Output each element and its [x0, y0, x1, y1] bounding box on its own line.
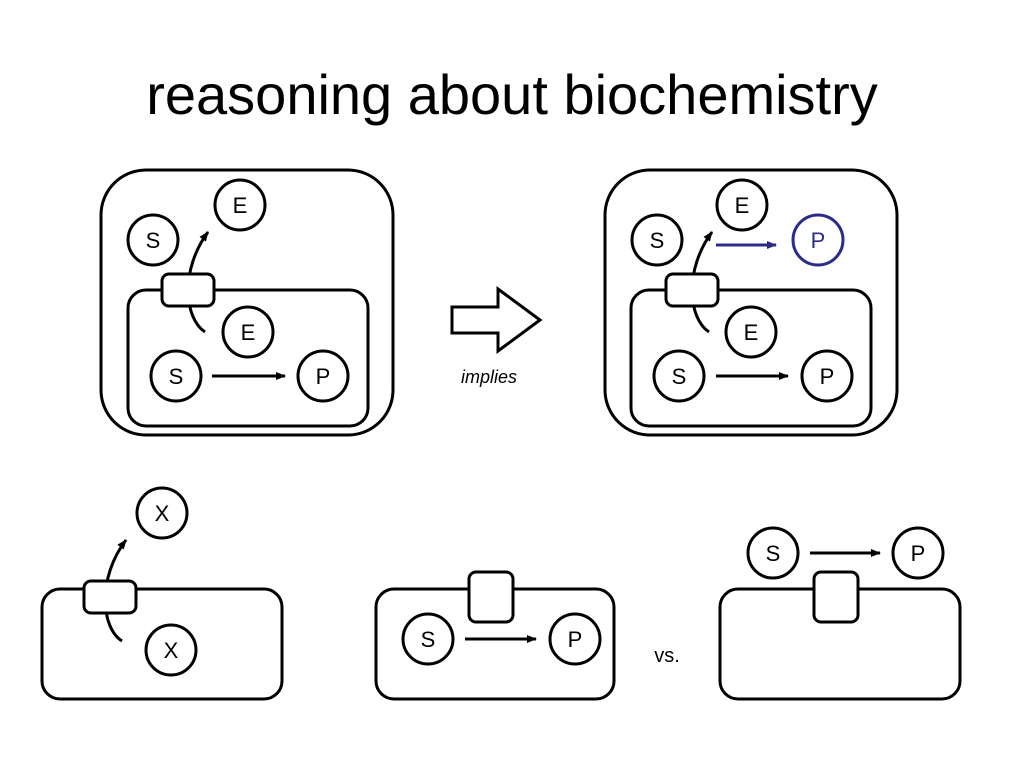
inner-compartment — [126, 288, 370, 428]
inside-metabolite-node: X — [144, 623, 198, 677]
internal-reaction-example: S P — [374, 570, 616, 701]
versus-label: vs. — [654, 645, 680, 667]
inner-substrate-label: S — [672, 364, 687, 389]
inner-enzyme-node: E — [724, 305, 778, 359]
inside-metabolite-label: X — [164, 638, 179, 663]
outer-enzyme-node: E — [213, 178, 267, 232]
inner-product-label: P — [316, 364, 331, 389]
inferred-product-node: P — [791, 213, 845, 267]
inner-substrate-label: S — [169, 364, 184, 389]
inner-enzyme-node: E — [221, 305, 275, 359]
outer-enzyme-node: E — [715, 178, 769, 232]
implies-label: implies — [461, 367, 517, 387]
outer-substrate-node: S — [126, 213, 180, 267]
inferred-product-label: P — [811, 228, 826, 253]
product-node: P — [891, 526, 945, 580]
outside-metabolite-node: X — [135, 486, 189, 540]
page-title: reasoning about biochemistry — [146, 63, 878, 126]
cell — [40, 587, 284, 701]
inner-product-node: P — [296, 349, 350, 403]
inner-substrate-node: S — [149, 349, 203, 403]
transporter — [160, 272, 216, 308]
conclusion-panel: S E P E S P — [603, 168, 899, 437]
inner-product-label: P — [820, 364, 835, 389]
membrane-protein — [467, 570, 515, 624]
transporter — [664, 272, 720, 308]
outer-cell — [99, 168, 395, 437]
product-label: P — [911, 541, 926, 566]
substrate-node: S — [401, 612, 455, 666]
inner-enzyme-label: E — [241, 320, 256, 345]
inner-substrate-node: S — [652, 349, 706, 403]
outer-enzyme-label: E — [233, 193, 248, 218]
outside-metabolite-label: X — [155, 501, 170, 526]
substrate-label: S — [421, 627, 436, 652]
outer-enzyme-label: E — [735, 193, 750, 218]
outer-substrate-label: S — [146, 228, 161, 253]
implies-arrow: implies — [450, 286, 543, 387]
product-label: P — [568, 627, 583, 652]
inner-compartment — [629, 288, 873, 428]
transporter — [82, 579, 138, 615]
substrate-label: S — [766, 541, 781, 566]
transport-example: X X — [40, 486, 284, 701]
premise-panel: S E E S P — [99, 168, 395, 437]
outer-substrate-node: S — [630, 213, 684, 267]
inner-product-node: P — [800, 349, 854, 403]
outer-substrate-label: S — [650, 228, 665, 253]
product-node: P — [548, 612, 602, 666]
outer-cell — [603, 168, 899, 437]
substrate-node: S — [746, 526, 800, 580]
external-reaction-example: S P — [718, 526, 962, 701]
inner-enzyme-label: E — [744, 320, 759, 345]
membrane-protein — [812, 570, 860, 624]
